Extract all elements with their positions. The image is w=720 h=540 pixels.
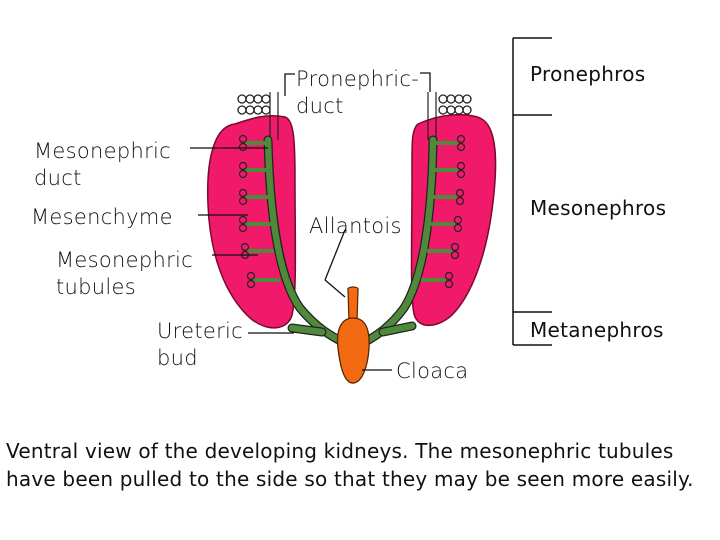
label-mesenchyme: Mesenchyme bbox=[31, 205, 173, 229]
left-pronephric-duct bbox=[269, 92, 279, 140]
left-pronephric-coils bbox=[237, 94, 271, 115]
leader-lines bbox=[190, 72, 431, 371]
label-mesonephros: Mesonephros bbox=[530, 196, 667, 220]
right-mesonephric-tubules bbox=[421, 134, 466, 289]
left-mesonephric-tubules bbox=[238, 134, 280, 289]
cloaca bbox=[336, 317, 370, 384]
label-mesonephric-duct: Mesonephric duct bbox=[34, 139, 172, 190]
label-ureteric-bud: Ureteric bud bbox=[157, 319, 244, 370]
right-mesonephric-duct-fill bbox=[356, 136, 437, 349]
label-allantois: Allantois bbox=[309, 214, 402, 238]
right-ureteric-bud-fill bbox=[379, 322, 416, 336]
label-pronephros: Pronephros bbox=[530, 62, 646, 86]
label-metanephros: Metanephros bbox=[530, 318, 664, 342]
label-pronephric-duct: Pronephric- duct bbox=[296, 67, 420, 118]
left-mesonephric-duct-fill bbox=[264, 136, 352, 349]
label-mesonephric-tubules: Mesonephric tubules bbox=[56, 248, 194, 299]
right-pronephric-coils bbox=[438, 94, 472, 115]
right-pronephric-duct bbox=[427, 92, 437, 140]
allantois bbox=[347, 286, 359, 323]
label-cloaca: Cloaca bbox=[396, 359, 469, 383]
left-ureteric-bud-fill bbox=[288, 324, 326, 336]
stage-bracket bbox=[512, 37, 552, 346]
figure-caption: Ventral view of the developing kidneys. … bbox=[6, 439, 694, 491]
